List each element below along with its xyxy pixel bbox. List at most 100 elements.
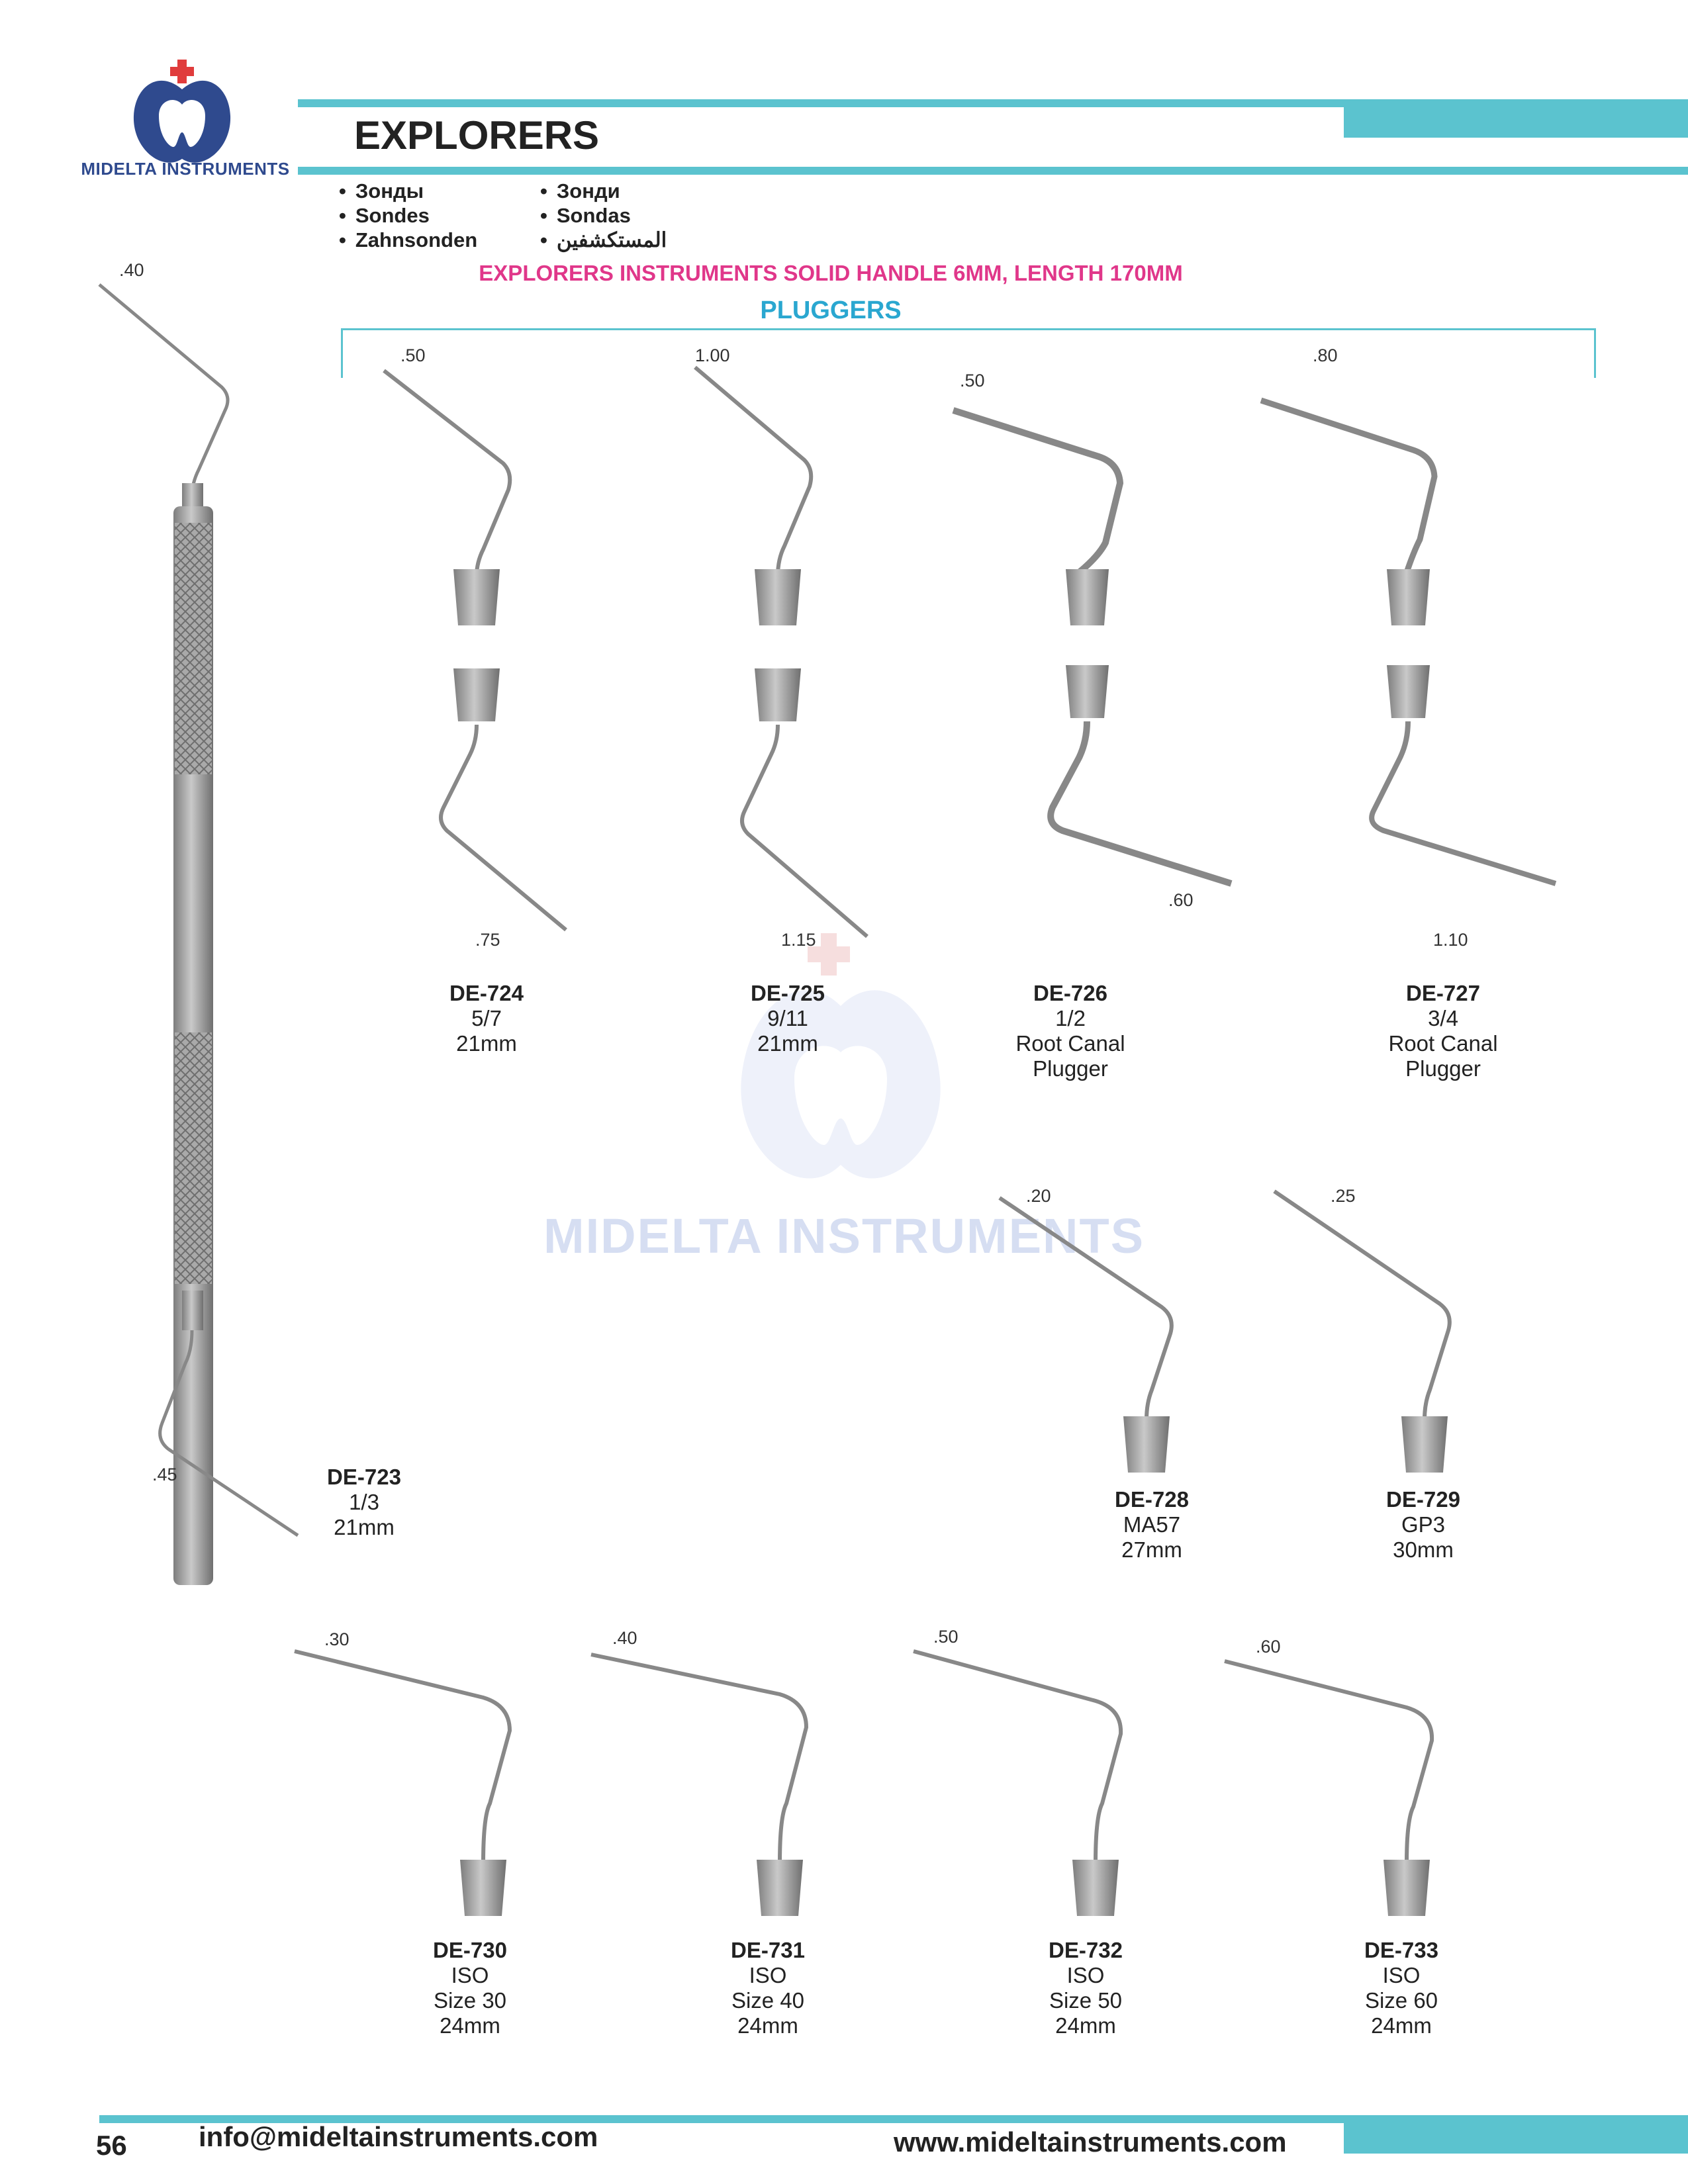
tip-size-top: .60 — [1256, 1637, 1281, 1657]
product-spec: Plugger — [1033, 1056, 1108, 1081]
product-code: DE-728 — [1115, 1487, 1189, 1512]
product-spec: 24mm — [737, 2013, 798, 2038]
product-code: DE-725 — [751, 981, 825, 1005]
header-top-bar — [298, 99, 1688, 107]
product-spec: 27mm — [1121, 1537, 1182, 1562]
product-spec: MA57 — [1123, 1512, 1181, 1537]
instrument-de-730-image — [294, 1649, 512, 1916]
instrument-de-731-image — [590, 1653, 809, 1916]
language-item: Sondas — [540, 203, 667, 228]
product-label-de-733: DE-733 ISO Size 60 24mm — [1302, 1938, 1501, 2038]
product-code: DE-726 — [1033, 981, 1107, 1005]
product-code: DE-730 — [433, 1938, 507, 1962]
product-spec: ISO — [1066, 1963, 1105, 1987]
product-spec: 24mm — [1055, 2013, 1116, 2038]
product-spec: Plugger — [1405, 1056, 1481, 1081]
tip-size-bottom: .45 — [152, 1465, 177, 1484]
tip-size-top: .30 — [324, 1629, 350, 1649]
product-spec: Root Canal — [1388, 1031, 1498, 1056]
tip-size-bottom: 1.10 — [1433, 930, 1468, 950]
page-number: 56 — [96, 2130, 127, 2161]
product-code: DE-733 — [1364, 1938, 1438, 1962]
instrument-de-723-image — [98, 283, 299, 1585]
footer-email[interactable]: info@mideltainstruments.com — [199, 2121, 598, 2152]
tip-size-bottom: .60 — [1168, 890, 1194, 910]
instrument-de-729-image — [1273, 1189, 1452, 1473]
product-spec: Size 30 — [433, 1988, 507, 2013]
product-label-de-729: DE-729 GP3 30mm — [1324, 1487, 1523, 1563]
section-title: PLUGGERS — [760, 296, 902, 324]
instrument-de-726-image — [952, 407, 1233, 887]
brand-name: MIDELTA INSTRUMENTS — [81, 159, 290, 179]
brand-logo-icon — [133, 60, 231, 163]
product-code: DE-729 — [1386, 1487, 1460, 1512]
tip-size-top: .25 — [1331, 1186, 1356, 1206]
instrument-de-733-image — [1224, 1659, 1434, 1916]
product-label-de-732: DE-732 ISO Size 50 24mm — [986, 1938, 1185, 2038]
tip-size-bottom: .75 — [475, 930, 500, 950]
page-title: EXPLORERS — [354, 113, 600, 158]
product-spec: 1/3 — [349, 1490, 379, 1514]
language-item: Zahnsonden — [339, 228, 477, 252]
languages-left: Зонды Sondes Zahnsonden — [339, 179, 477, 252]
instrument-de-732-image — [913, 1649, 1123, 1916]
header-bottom-bar — [298, 167, 1688, 175]
instrument-de-728-image — [998, 1196, 1174, 1473]
instrument-de-727-image — [1260, 397, 1557, 886]
product-code: DE-731 — [731, 1938, 805, 1962]
product-spec: Size 50 — [1049, 1988, 1123, 2013]
product-spec: 21mm — [456, 1031, 517, 1056]
tip-size-top: .50 — [960, 371, 985, 390]
language-item: Sondes — [339, 203, 477, 228]
product-code: DE-727 — [1406, 981, 1480, 1005]
tip-size-top: .20 — [1026, 1186, 1051, 1206]
product-label-de-730: DE-730 ISO Size 30 24mm — [371, 1938, 569, 2038]
footer-website[interactable]: www.mideltainstruments.com — [894, 2126, 1287, 2158]
product-spec: 3/4 — [1428, 1006, 1458, 1030]
product-spec: 24mm — [1371, 2013, 1432, 2038]
product-spec: 1/2 — [1055, 1006, 1086, 1030]
footer-accent-block — [1344, 2115, 1688, 2154]
language-item: Зонди — [540, 179, 667, 203]
product-spec: 21mm — [757, 1031, 818, 1056]
footer-bar — [99, 2115, 1688, 2123]
tip-size-top: 1.00 — [695, 345, 730, 365]
tip-size-bottom: 1.15 — [781, 930, 816, 950]
product-code: DE-723 — [327, 1465, 401, 1489]
product-spec: 9/11 — [767, 1006, 808, 1030]
instrument-de-725-image — [694, 365, 868, 938]
product-spec: Root Canal — [1015, 1031, 1125, 1056]
tip-size-top: .80 — [1313, 345, 1338, 365]
product-spec: GP3 — [1401, 1512, 1446, 1537]
language-item: المستكشفين — [540, 228, 667, 252]
product-spec: 5/7 — [471, 1006, 502, 1030]
tip-size-top: .50 — [933, 1627, 959, 1647]
product-spec: 24mm — [440, 2013, 500, 2038]
product-line-subtitle: EXPLORERS INSTRUMENTS SOLID HANDLE 6MM, … — [479, 261, 1183, 285]
header-accent-block — [1344, 99, 1688, 138]
product-label-de-725: DE-725 9/11 21mm — [688, 981, 887, 1056]
product-spec: ISO — [451, 1963, 489, 1987]
product-spec: Size 40 — [731, 1988, 805, 2013]
product-label-de-728: DE-728 MA57 27mm — [1053, 1487, 1251, 1563]
product-code: DE-724 — [449, 981, 524, 1005]
section-bracket — [341, 328, 1596, 378]
product-spec: ISO — [1382, 1963, 1421, 1987]
product-label-de-727: DE-727 3/4 Root Canal Plugger — [1344, 981, 1542, 1081]
languages-right: Зонди Sondas المستكشفين — [540, 179, 667, 252]
product-spec: 30mm — [1393, 1537, 1454, 1562]
product-label-de-726: DE-726 1/2 Root Canal Plugger — [971, 981, 1170, 1081]
product-label-de-724: DE-724 5/7 21mm — [387, 981, 586, 1056]
tip-size-top: .40 — [119, 260, 144, 280]
instrument-de-724-image — [383, 369, 567, 932]
product-code: DE-732 — [1049, 1938, 1123, 1962]
product-label-de-723: DE-723 1/3 21mm — [265, 1465, 463, 1540]
language-item: Зонды — [339, 179, 477, 203]
watermark-logo-icon — [741, 933, 941, 1179]
watermark-text: MIDELTA INSTRUMENTS — [543, 1208, 1145, 1263]
tip-size-top: .50 — [400, 345, 426, 365]
product-spec: ISO — [749, 1963, 787, 1987]
tip-size-top: .40 — [612, 1628, 637, 1648]
product-spec: 21mm — [334, 1515, 395, 1539]
product-label-de-731: DE-731 ISO Size 40 24mm — [669, 1938, 867, 2038]
